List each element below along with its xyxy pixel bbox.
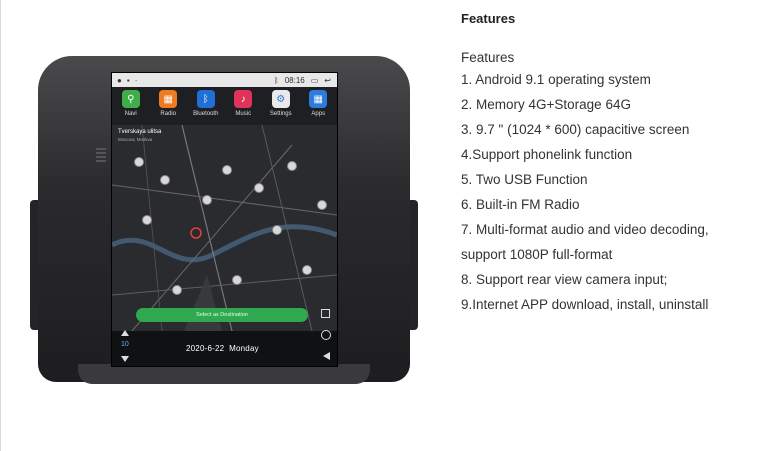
back-icon: ↩ (324, 75, 331, 85)
app-label: Radio (160, 111, 177, 117)
home-icon[interactable] (321, 330, 331, 340)
feature-item: 8. Support rear view camera input; (461, 272, 668, 287)
screen-date: 2020-6-22 Monday (186, 344, 259, 353)
volume-up-icon[interactable] (121, 330, 129, 336)
gear-icon: ⚙ (271, 90, 290, 108)
feature-item: 2. Memory 4G+Storage 64G (461, 97, 631, 112)
screen-statusbar: ● ▪ · ᛒ 08:16 ▭ ↩ (112, 73, 337, 87)
app-label: Music (235, 111, 252, 117)
page-title: Features (461, 11, 516, 26)
app-label: Settings (269, 111, 292, 117)
map-street-sub: Moscow, Moskva (118, 137, 153, 142)
app-bluetooth[interactable]: ᛒ Bluetooth (189, 90, 223, 117)
map-poi-icon[interactable] (232, 275, 242, 285)
feature-item: support 1080P full-format (461, 247, 613, 262)
square-icon: ▪ (126, 75, 130, 85)
app-label: Bluetooth (193, 111, 219, 117)
device-bottom-panel (78, 364, 370, 384)
features-subheading: Features (461, 50, 515, 65)
map-poi-icon[interactable] (272, 225, 282, 235)
feature-item: 7. Multi-format audio and video decoding… (461, 222, 709, 237)
navigation-map[interactable]: Tverskaya ulitsa Moscow, Moskva (112, 125, 337, 331)
bluetooth-icon: ᛒ (196, 90, 215, 108)
feature-item: 5. Two USB Function (461, 172, 588, 187)
feature-item: 6. Built-in FM Radio (461, 197, 580, 212)
app-dock: ⚲ Navi ▦ Radio ᛒ Bluetooth ♪ Music ⚙ Set… (112, 87, 337, 128)
map-street-name: Tverskaya ulitsa (118, 129, 162, 135)
map-poi-icon[interactable] (202, 195, 212, 205)
app-label: Navi (124, 111, 137, 117)
grid-icon: ▦ (309, 90, 328, 108)
map-poi-icon[interactable] (160, 175, 170, 185)
back-icon[interactable] (323, 352, 330, 360)
page-left-border (0, 0, 1, 451)
feature-item: 4.Support phonelink function (461, 147, 633, 162)
app-apps[interactable]: ▦ Apps (301, 90, 335, 117)
volume-down-icon[interactable] (121, 356, 129, 362)
app-label: Apps (311, 111, 326, 117)
map-roads (112, 125, 337, 331)
recent-apps-icon[interactable] (321, 309, 330, 318)
vent-icon (96, 148, 106, 162)
map-poi-icon[interactable] (287, 161, 297, 171)
map-poi-icon[interactable] (254, 183, 264, 193)
map-pin-icon: ⚲ (121, 90, 140, 108)
map-poi-icon[interactable] (172, 285, 182, 295)
date-value: 2020-6-22 (186, 344, 225, 353)
radio-icon: ▦ (159, 90, 178, 108)
music-icon: ♪ (234, 90, 253, 108)
map-poi-icon[interactable] (142, 215, 152, 225)
map-poi-icon[interactable] (134, 157, 144, 167)
app-music[interactable]: ♪ Music (226, 90, 260, 117)
features-panel: Features Features 1. Android 9.1 operati… (461, 11, 761, 320)
feature-item: 1. Android 9.1 operating system (461, 72, 651, 87)
status-time: 08:16 (284, 75, 305, 85)
app-settings[interactable]: ⚙ Settings (264, 90, 298, 117)
feature-item: 3. 9.7 " (1024 * 600) capacitive screen (461, 122, 690, 137)
bluetooth-icon: ᛒ (273, 75, 279, 85)
signal-icon: ▭ (310, 75, 319, 85)
weekday-value: Monday (229, 344, 259, 353)
device-screen: ● ▪ · ᛒ 08:16 ▭ ↩ ⚲ Navi ▦ Radio ᛒ Bluet… (111, 72, 338, 367)
select-destination-button[interactable]: Select as Destination (136, 308, 308, 322)
map-poi-icon[interactable] (222, 165, 232, 175)
volume-level: 10 (121, 341, 129, 348)
feature-item: 9.Internet APP download, install, uninst… (461, 297, 709, 312)
map-poi-icon[interactable] (317, 200, 327, 210)
dot-icon: · (134, 75, 138, 85)
circle-icon: ● (117, 75, 122, 85)
app-navi[interactable]: ⚲ Navi (114, 90, 148, 117)
map-poi-icon[interactable] (302, 265, 312, 275)
screen-bottom-bar (112, 331, 337, 366)
app-radio[interactable]: ▦ Radio (151, 90, 185, 117)
